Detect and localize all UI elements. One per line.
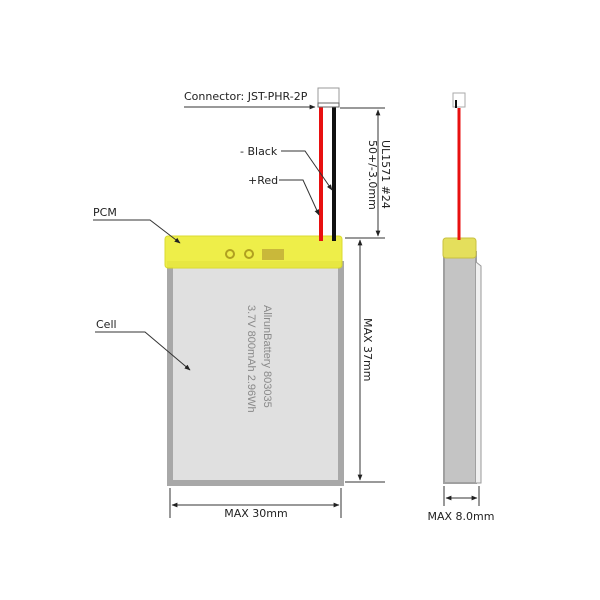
wire-spec-label: UL1571 #24	[379, 140, 392, 209]
side-view	[442, 92, 482, 484]
connector	[317, 87, 340, 106]
cell-body	[167, 261, 344, 486]
connector-base	[317, 102, 340, 108]
cell-print-line2: 3.7V 800mAh 2.96Wh	[245, 305, 257, 413]
side-connector	[452, 92, 466, 108]
pcm-chip	[262, 249, 284, 260]
pcm-pad	[244, 249, 254, 259]
height-dimension-label: MAX 37mm	[361, 318, 374, 381]
pcm-pad	[225, 249, 235, 259]
cell-print-line1: AllrunBattery 803035	[261, 305, 273, 408]
red-wire-label: +Red	[248, 174, 278, 187]
width-dimension-label: MAX 30mm	[224, 507, 287, 520]
dimension-lines	[169, 107, 480, 518]
side-cell-body	[443, 251, 477, 484]
wire-length-label: 50+/-3.0mm	[366, 140, 379, 210]
side-cell-edge	[475, 261, 482, 484]
connector-label: Connector: JST-PHR-2P	[184, 90, 308, 103]
pcm-label: PCM	[93, 206, 117, 219]
cell-label: Cell	[96, 318, 117, 331]
black-wire-label: - Black	[240, 145, 278, 158]
side-pcm	[442, 237, 477, 259]
front-view: AllrunBattery 803035 3.7V 800mAh 2.96Wh	[164, 87, 344, 486]
leader-lines	[93, 104, 333, 371]
thickness-dimension-label: MAX 8.0mm	[428, 510, 495, 523]
